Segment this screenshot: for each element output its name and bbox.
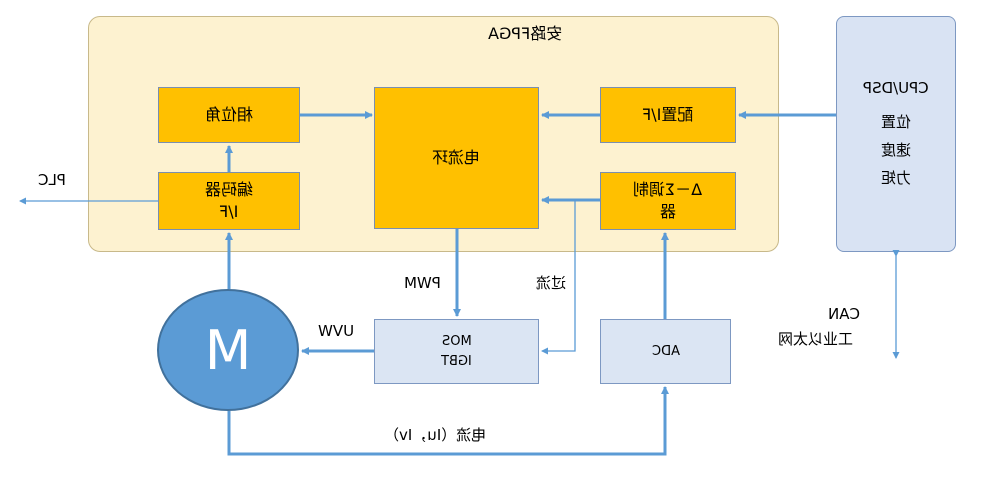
- config-if-block: 配置I/F: [600, 87, 736, 143]
- motor: M: [157, 289, 299, 411]
- plc-label: PLC: [38, 171, 66, 189]
- current-loop-block: 电流环: [374, 87, 539, 229]
- cpu-dsp-panel: [836, 16, 956, 252]
- current-feedback-arrow: [227, 386, 669, 456]
- pwm-label: PWM: [404, 274, 441, 292]
- motor-label: M: [204, 318, 252, 382]
- encoder-if-block: 编码器 I/F: [158, 172, 300, 230]
- overcurrent-label: 过流: [536, 274, 567, 292]
- adc-block: ADC: [600, 319, 731, 384]
- uvw-label: UVW: [318, 322, 355, 340]
- sigma-delta-block: Δ－Σ调制 器: [600, 172, 736, 230]
- ethernet-label: 工业以太网: [778, 330, 854, 348]
- mos-igbt-block: MOS IGBT: [374, 319, 539, 384]
- phase-angle-block: 相位角: [158, 87, 300, 143]
- can-label: CAN: [828, 305, 860, 323]
- current-feedback-label: 电流（Iu，Iv）: [384, 426, 487, 444]
- overcurrent-arrow: [541, 200, 576, 355]
